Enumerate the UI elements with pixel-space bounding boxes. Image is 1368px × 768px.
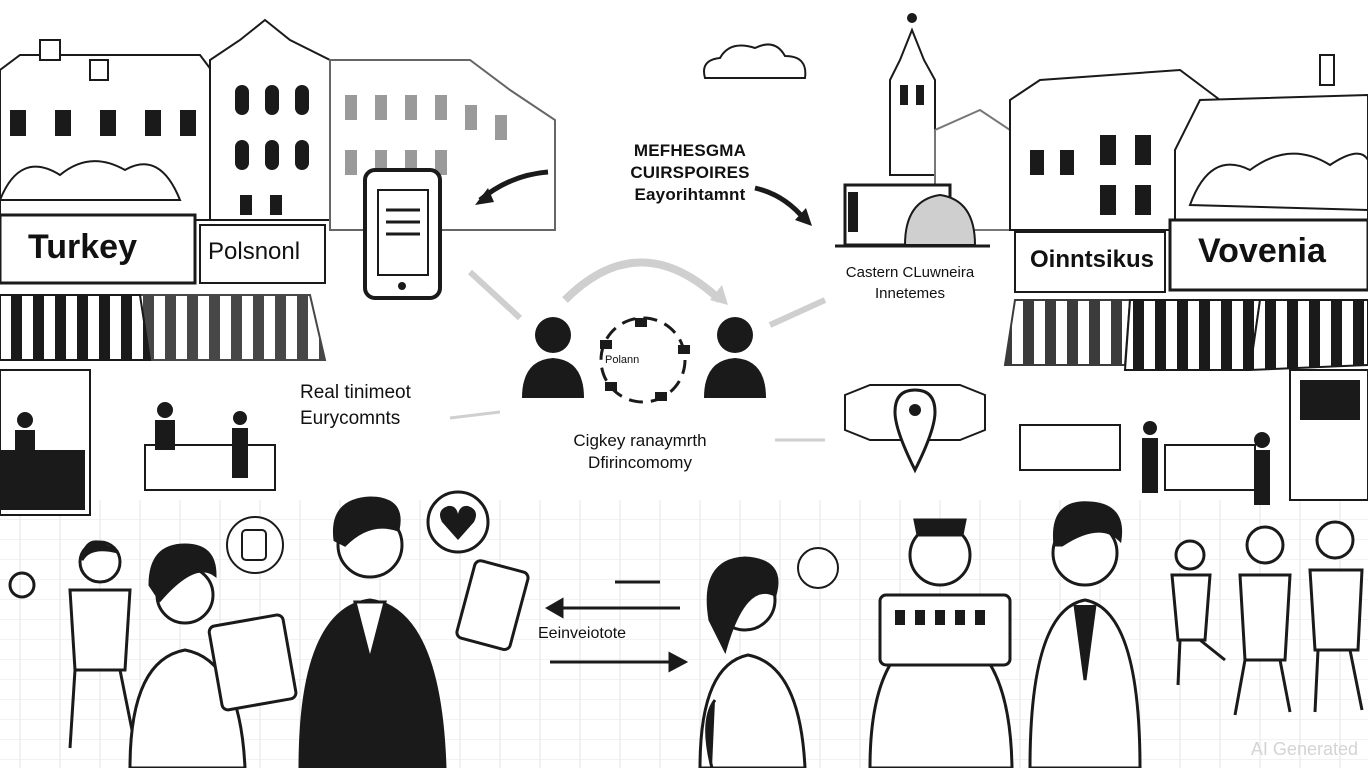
shop-window-right: [1300, 380, 1360, 420]
heart-icon: [426, 490, 490, 554]
smartphone-icon: [363, 168, 442, 300]
sign-polsnonl: Polsnonl: [208, 238, 301, 265]
sign-board-vovenia: [1168, 218, 1368, 292]
center-title: MEFHESGMA CUIRSPOIRES Eayorihtamnt: [540, 140, 840, 206]
storefront-icon: [835, 183, 990, 248]
sign-board-polsnonl: [199, 224, 326, 284]
caption-exchange: Eeinveiotote: [538, 625, 627, 642]
tablet-icon: [455, 559, 530, 652]
arrow-gray-curve: [562, 258, 723, 303]
market-stall-left: [144, 444, 276, 491]
person-right-man: [1028, 501, 1142, 768]
market-counter-left: [0, 450, 85, 510]
caption-mid-line1: Cigkey ranaymrth: [573, 431, 707, 450]
bushes-right: [1188, 152, 1368, 212]
awning-right-1: [1003, 299, 1132, 366]
caption-left-line2: Eurycomnts: [300, 408, 401, 429]
center-title-line3: Eayorihtamnt: [634, 185, 746, 204]
gear-icon: [8, 571, 36, 599]
awning-left-2: [138, 294, 327, 361]
person-left-woman: [128, 543, 298, 768]
awning-right-3: [1248, 299, 1368, 372]
person-far-right: [1170, 520, 1364, 716]
market-stall-right-1: [1019, 424, 1121, 471]
hub-ring: [599, 316, 690, 404]
sign-vovenia: Vovenia: [1198, 232, 1326, 270]
arrow-gray-caption: [449, 410, 501, 420]
caption-mid-line2: Dfirincomomy: [588, 453, 692, 472]
center-title-line1: MEFHESGMA: [633, 141, 747, 160]
caption-right: Castern CLuwneira Innetemes: [800, 262, 1020, 304]
vendor-figures-left: [15, 402, 248, 478]
person-right-woman: [698, 556, 807, 768]
arrow-gray-right: [768, 297, 827, 328]
wallet-icon: [226, 516, 284, 574]
bushes-left: [0, 160, 182, 201]
hub-label: Polann: [605, 354, 640, 366]
person-left-man: [298, 496, 530, 768]
awning-right-2: [1123, 299, 1262, 371]
arrow-gray-left: [467, 269, 523, 321]
watermark: AI Generated: [1250, 739, 1358, 759]
caption-right-line1: Castern CLuwneira: [845, 264, 975, 281]
person-right-center: [868, 518, 1014, 768]
map-board: [878, 593, 1012, 667]
caption-left-line1: Real tinimeot: [300, 382, 411, 403]
people-icon: [522, 317, 766, 398]
awning-left-1: [0, 294, 152, 361]
vendor-figures-right: [1142, 421, 1270, 505]
location-pin-icon: [844, 384, 986, 474]
sign-oinntsikus: Oinntsikus: [1030, 246, 1155, 273]
caption-right-line2: Innetemes: [874, 285, 946, 302]
sign-board-oinntsikus: [1014, 231, 1166, 293]
center-title-line2: CUIRSPOIRES: [630, 163, 750, 182]
sign-turkey: Turkey: [28, 228, 137, 266]
caption-left: Real tinimeot Eurycomnts: [300, 380, 411, 432]
market-stall-right-2: [1164, 444, 1256, 491]
exchange-arrows: [544, 580, 689, 673]
cloud-icon: [703, 43, 807, 79]
coin-icon: [797, 547, 839, 589]
sign-board-turkey: [0, 213, 197, 285]
caption-mid: Cigkey ranaymrth Dfirincomomy: [510, 430, 770, 474]
